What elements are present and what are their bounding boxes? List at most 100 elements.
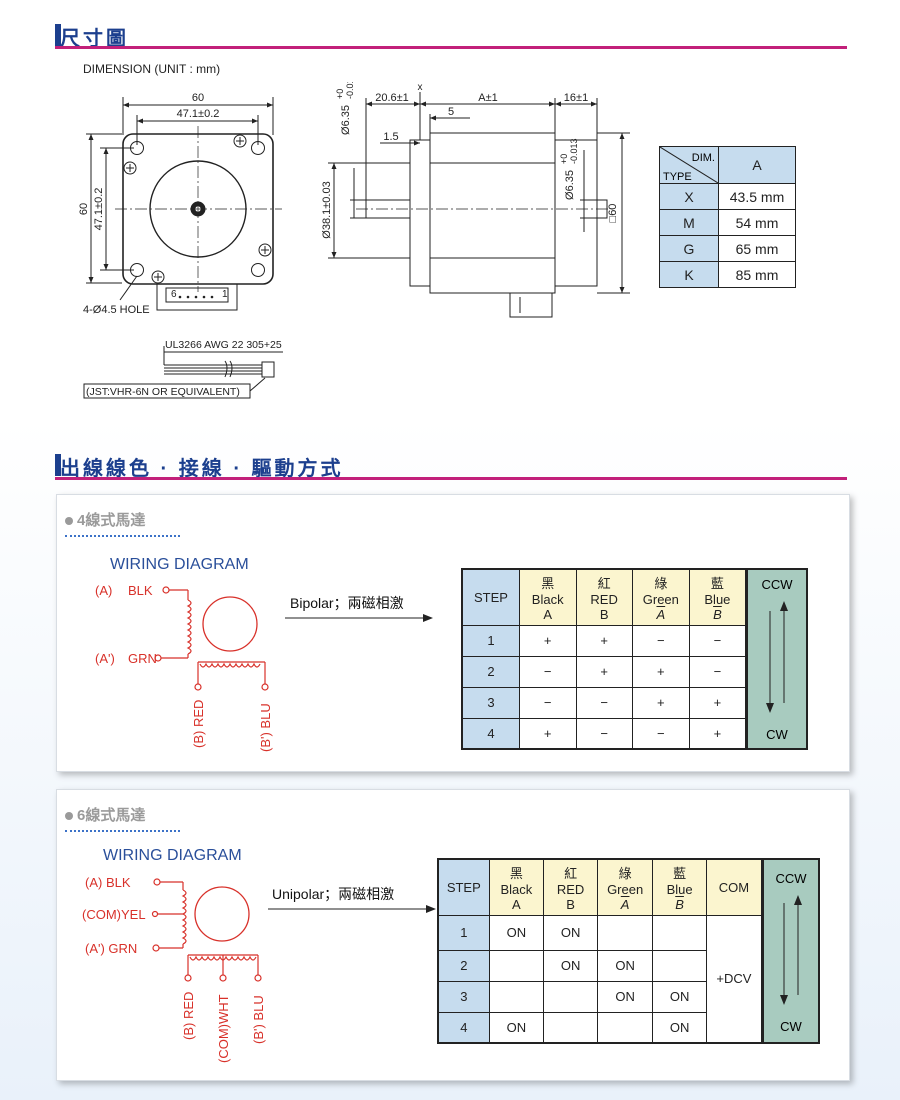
col-en: Black <box>531 591 564 607</box>
step-header: STEP <box>437 858 490 916</box>
a-cell: 85 mm <box>718 261 796 288</box>
value-cell: ON <box>488 914 545 951</box>
title-underline <box>65 535 180 537</box>
cable-drawing: UL3266 AWG 22 305+25 (JST:VHR-6N OR EQUI… <box>83 339 283 399</box>
value-cell: + <box>631 686 690 719</box>
step-cell: 3 <box>437 980 490 1013</box>
dim-shaft-length: 20.6±1 <box>375 92 409 104</box>
direction-arrows: CCW CW <box>775 871 807 1034</box>
shaft-tol-left-minus: -0.013 <box>345 82 355 99</box>
col-code: A <box>543 606 553 622</box>
col-en: RED <box>590 591 618 607</box>
section-marker <box>55 454 61 476</box>
value-cell: ON <box>597 980 654 1013</box>
shaft-tol-right-plus: +0 <box>559 154 569 164</box>
value-cell: ON <box>543 949 599 982</box>
dim-1-5: 1.5 <box>383 131 398 143</box>
header-dim: DIM. <box>692 152 715 164</box>
step-cell: 3 <box>461 686 520 719</box>
value-cell: ON <box>488 1011 545 1044</box>
label-a-bar: (A') <box>95 651 115 666</box>
col-com: COM <box>705 858 763 916</box>
pilot-diameter: Ø38.1±0.03 <box>321 181 333 238</box>
shaft-dia-right: Ø6.35 <box>564 170 576 200</box>
col-cn: 綠 <box>618 865 632 881</box>
a-cell: 54 mm <box>718 209 796 236</box>
value-cell: − <box>631 624 690 657</box>
header-type: TYPE <box>663 171 692 183</box>
col-code: A <box>656 606 666 622</box>
step-cell: 4 <box>437 1011 490 1044</box>
step-cell: 1 <box>461 624 520 657</box>
col-cn: 黑 <box>541 575 555 591</box>
value-cell: ON <box>543 914 599 951</box>
col-code: B <box>713 606 722 622</box>
label-com-yel: (COM)YEL <box>82 907 146 922</box>
cable-spec: UL3266 AWG 22 305+25 <box>165 339 282 351</box>
step-cell: 1 <box>437 914 490 951</box>
col-en: RED <box>556 881 585 897</box>
value-cell: + <box>518 717 577 750</box>
dim-left-inner: 47.1±0.2 <box>93 188 105 231</box>
type-cell: G <box>659 235 719 262</box>
six-wire-diagram: (A) BLK (COM)YEL (A') GRN (B) RED (COM)W… <box>82 875 266 1063</box>
col-code: A <box>512 896 521 912</box>
value-cell: − <box>518 655 577 688</box>
value-cell: + <box>688 686 747 719</box>
value-cell <box>597 914 654 951</box>
diagonal-divider: DIM. TYPE <box>660 147 718 183</box>
title-underline <box>65 830 180 832</box>
cw-label: CW <box>780 1019 802 1034</box>
cw-label: CW <box>766 727 788 742</box>
value-cell <box>543 1011 599 1044</box>
col-en: Green <box>607 881 644 897</box>
dim-a: A±1 <box>478 92 498 104</box>
front-view-drawing: 60 47.1±0.2 60 47.1±0.2 4-Ø4.5 HOLE 6 1 <box>78 92 282 316</box>
type-cell: K <box>659 261 719 288</box>
col-code: B <box>566 896 575 912</box>
value-cell <box>543 980 599 1013</box>
value-cell: − <box>688 624 747 657</box>
a-cell: 65 mm <box>718 235 796 262</box>
value-cell: + <box>688 717 747 750</box>
dimension-subtitle: DIMENSION (UNIT : mm) <box>83 62 221 76</box>
unipolar-mode-label: Unipolar；兩磁相激 <box>272 886 395 902</box>
value-cell <box>652 914 707 951</box>
value-cell: + <box>575 624 633 657</box>
bipolar-mode-label: Bipolar；兩磁相激 <box>290 595 404 611</box>
label-b-red: (B) RED <box>181 992 196 1040</box>
side-view-drawing: 20.6±1 x A±1 16±1 5 1.5 Ø38.1±0.03 Ø6.35… <box>321 82 630 318</box>
label-grn: GRN <box>128 651 157 666</box>
label-a-blk: (A) BLK <box>85 875 131 890</box>
hole-label: 4-Ø4.5 HOLE <box>83 304 150 316</box>
type-cell: X <box>659 183 719 210</box>
square-60: □60 <box>607 204 619 223</box>
four-wire-title-text: 4線式馬達 <box>77 512 146 529</box>
six-wire-title: 6線式馬達 <box>65 804 145 825</box>
arrow-right <box>285 614 433 622</box>
dim-x: x <box>418 82 423 93</box>
col-cn: 綠 <box>654 575 668 591</box>
bullet-dot <box>65 812 73 821</box>
com-value-cell: +DCV <box>705 914 763 1044</box>
label-b-red: (B) RED <box>191 700 206 748</box>
direction-arrows: CCW CW <box>761 577 793 742</box>
col-en: Blue <box>666 881 693 897</box>
step-cell: 2 <box>461 655 520 688</box>
col-cn: 藍 <box>673 865 687 881</box>
value-cell: − <box>631 717 690 750</box>
four-wire-diagram: (A) BLK (A') GRN (B) RED (B') BLU <box>95 583 273 752</box>
connector-pin-last: 1 <box>222 289 228 300</box>
value-cell: ON <box>652 1011 707 1044</box>
col-en: Green <box>642 591 679 607</box>
col-cn: 紅 <box>597 575 611 591</box>
dim-top-inner: 47.1±0.2 <box>177 108 220 120</box>
section-marker <box>55 24 61 46</box>
label-com-wht: (COM)WHT <box>216 994 231 1063</box>
